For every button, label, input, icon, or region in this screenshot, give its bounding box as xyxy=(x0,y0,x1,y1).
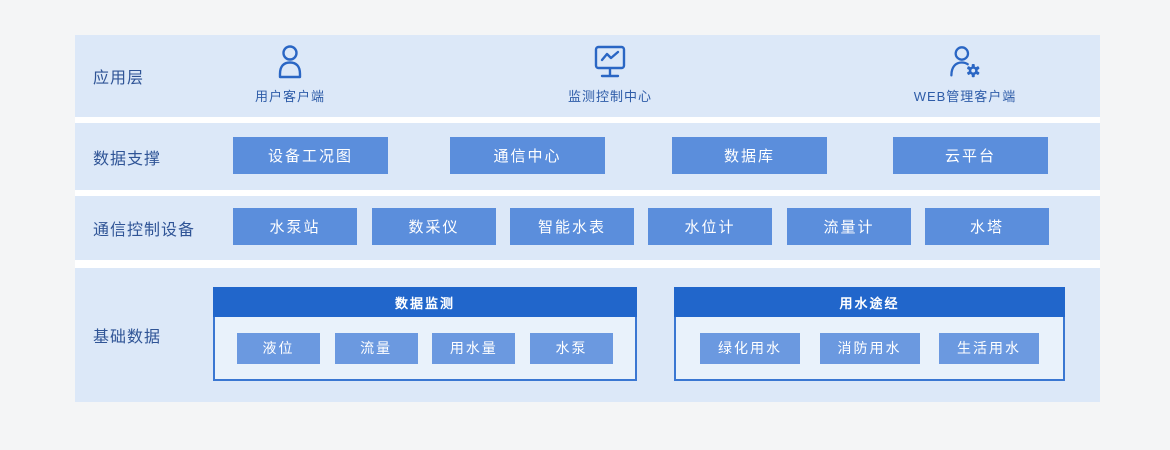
layer-application: 应用层 用户客户端 监测控制中心 xyxy=(75,35,1100,117)
app-item-label: 用户客户端 xyxy=(254,89,326,104)
box-water-tower: 水塔 xyxy=(925,208,1049,245)
mini-box-liquid-level: 液位 xyxy=(237,332,320,364)
mini-box-greening-water: 绿化用水 xyxy=(700,332,800,364)
box-smart-water-meter: 智能水表 xyxy=(510,208,634,245)
app-item-label: WEB管理客户端 xyxy=(913,89,1017,104)
layer-data-support-label: 数据支撑 xyxy=(93,150,162,168)
box-data-collector: 数采仪 xyxy=(372,208,496,245)
monitor-chart-icon xyxy=(591,43,629,83)
layer-base-data: 基础数据 数据监测 液位 流量 用水量 水泵 用水途经 绿化用水 消防用水 生活… xyxy=(75,268,1100,402)
app-item-web-admin-client: WEB管理客户端 xyxy=(914,43,1017,105)
layer-application-label: 应用层 xyxy=(93,70,145,87)
user-gear-icon xyxy=(946,43,984,83)
layer-base-data-label: 基础数据 xyxy=(93,329,162,346)
architecture-diagram: 应用层 用户客户端 监测控制中心 xyxy=(75,35,1100,402)
box-water-level-gauge: 水位计 xyxy=(648,208,772,245)
group-water-usage-routes-body: 绿化用水 消防用水 生活用水 xyxy=(674,317,1065,381)
box-flow-meter: 流量计 xyxy=(787,208,911,245)
group-water-usage-routes: 用水途经 绿化用水 消防用水 生活用水 xyxy=(674,287,1065,381)
user-icon xyxy=(271,43,309,83)
group-water-usage-routes-title: 用水途经 xyxy=(674,287,1065,317)
group-data-monitoring: 数据监测 液位 流量 用水量 水泵 xyxy=(213,287,637,381)
box-device-condition-chart: 设备工况图 xyxy=(233,137,388,174)
layer-comm-devices-label: 通信控制设备 xyxy=(93,222,196,239)
mini-box-water-usage: 用水量 xyxy=(432,332,516,364)
box-database: 数据库 xyxy=(672,137,827,174)
mini-box-water-pump: 水泵 xyxy=(529,332,613,364)
app-item-label: 监测控制中心 xyxy=(567,89,653,104)
group-data-monitoring-title: 数据监测 xyxy=(213,287,637,317)
layer-data-support: 数据支撑 设备工况图 通信中心 数据库 云平台 xyxy=(75,123,1100,190)
mini-box-flow: 流量 xyxy=(334,332,418,364)
box-pump-station: 水泵站 xyxy=(233,208,357,245)
box-cloud-platform: 云平台 xyxy=(893,137,1048,174)
app-item-user-client: 用户客户端 xyxy=(255,43,325,105)
mini-box-domestic-water: 生活用水 xyxy=(939,332,1039,364)
app-item-monitor-center: 监测控制中心 xyxy=(568,43,652,105)
box-communication-center: 通信中心 xyxy=(450,137,605,174)
layer-comm-devices: 通信控制设备 水泵站 数采仪 智能水表 水位计 流量计 水塔 xyxy=(75,196,1100,260)
mini-box-fire-water: 消防用水 xyxy=(819,332,920,364)
group-data-monitoring-body: 液位 流量 用水量 水泵 xyxy=(213,317,637,381)
